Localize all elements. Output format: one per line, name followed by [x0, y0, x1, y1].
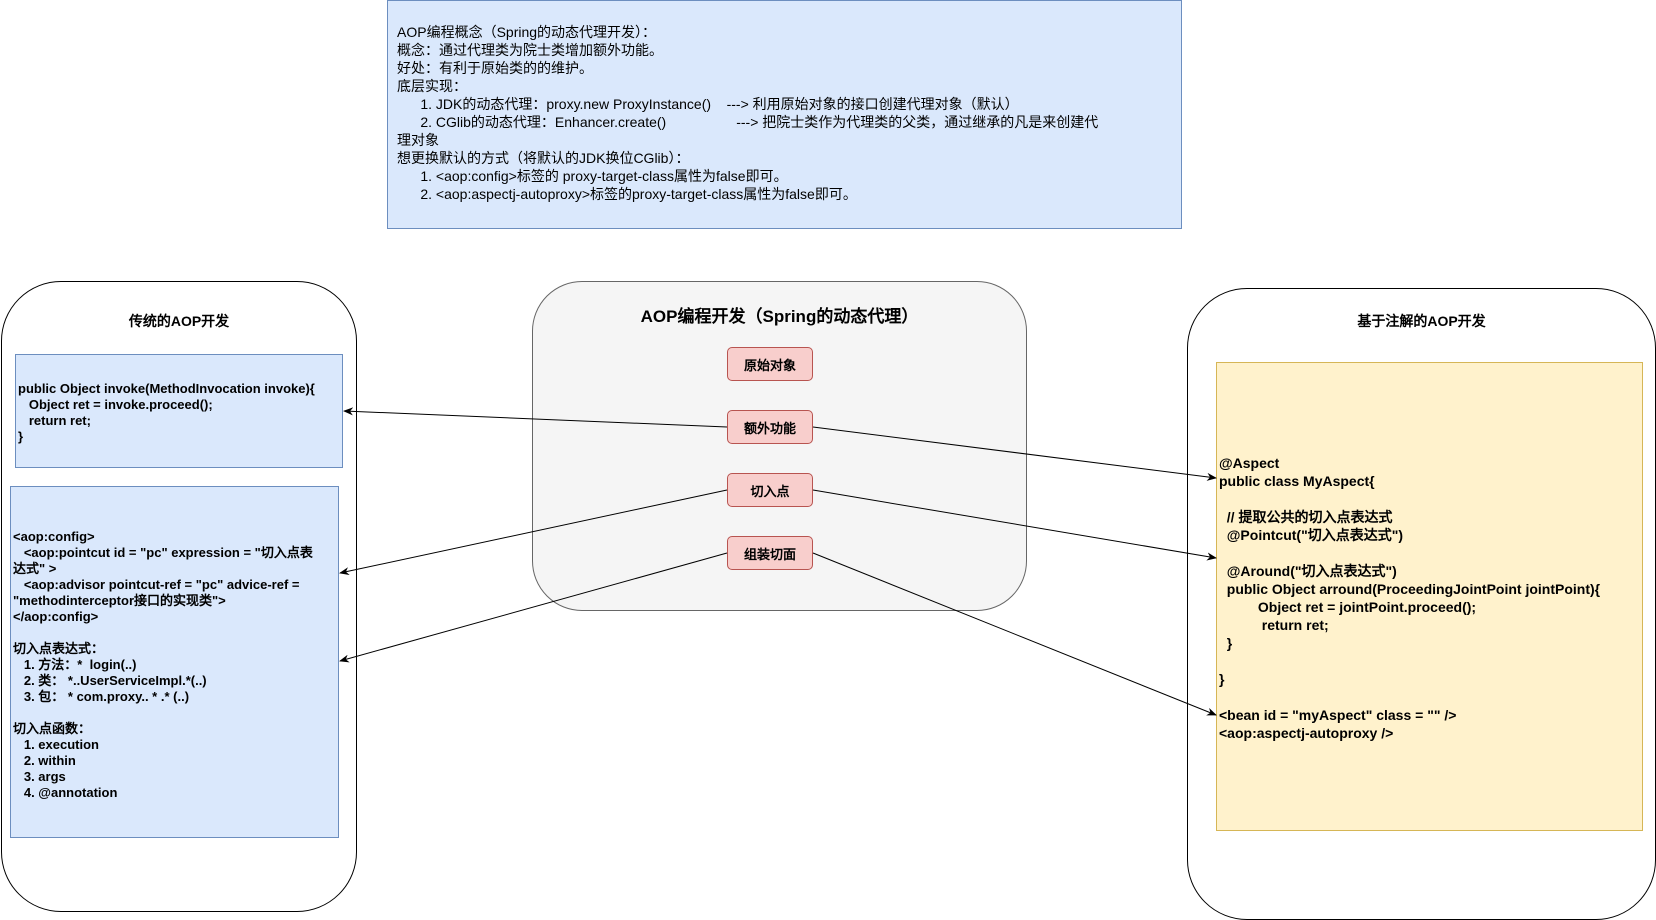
arrow-assemble-to-config [339, 552, 728, 663]
code-line: return ret; [18, 413, 91, 428]
code-line: 3. 包： * com.proxy.. * .* (..) [13, 689, 190, 704]
note-line: 理对象 [397, 132, 439, 148]
code-line: 3. args [13, 769, 66, 784]
code-line: 2. 类： *..UserServiceImpl.*(..) [13, 673, 207, 688]
code-line: 切入点函数： [13, 721, 92, 736]
note-line: 2. <aop:aspectj-autoproxy>标签的proxy-targe… [397, 186, 857, 202]
code-line: 达式" > [13, 561, 57, 576]
note-line: AOP编程概念（Spring的动态代理开发）： [397, 24, 657, 40]
traditional-aop-title: 传统的AOP开发 [128, 313, 230, 329]
note-line: 2. CGlib的动态代理：Enhancer.create() ---> 把院士… [397, 114, 1099, 130]
note-line: 1. JDK的动态代理：proxy.new ProxyInstance() --… [397, 96, 1019, 112]
annotation-aop-title: 基于注解的AOP开发 [1357, 313, 1486, 329]
code-line: @Pointcut("切入点表达式") [1219, 527, 1404, 543]
arrow-pointcut-to-aspect [812, 489, 1217, 561]
arrow-extra-to-invoke [343, 407, 728, 428]
note-line: 概念：通过代理类为院士类增加额外功能。 [397, 42, 663, 58]
code-line: 1. execution [13, 737, 99, 752]
aop-concept-note: AOP编程概念（Spring的动态代理开发）： 概念：通过代理类为院士类增加额外… [387, 0, 1182, 229]
aop-dev-title: AOP编程开发（Spring的动态代理） [640, 307, 919, 326]
code-line: 切入点表达式： [13, 641, 105, 656]
node-pointcut: 切入点 [727, 473, 813, 507]
code-line: "methodinterceptor接口的实现类"> [13, 593, 226, 608]
arrow-assemble-to-bean [812, 552, 1217, 716]
code-line: 1. 方法：* login(..) [13, 657, 137, 672]
code-line: // 提取公共的切入点表达式 [1219, 509, 1393, 525]
code-line: public class MyAspect{ [1219, 473, 1375, 489]
arrow-extra-to-aspect [812, 426, 1217, 481]
arrow-pointcut-to-config [339, 489, 728, 576]
code-line: @Around("切入点表达式") [1219, 563, 1397, 579]
code-line: <aop:aspectj-autoproxy /> [1219, 725, 1394, 741]
code-line: <bean id = "myAspect" class = "" /> [1219, 707, 1457, 723]
invoke-code-box: public Object invoke(MethodInvocation in… [15, 354, 343, 468]
code-line: return ret; [1219, 617, 1329, 633]
code-line: <aop:advisor pointcut-ref = "pc" advice-… [13, 577, 300, 592]
code-line: } [1219, 635, 1233, 651]
node-original-object: 原始对象 [727, 347, 813, 381]
code-line: Object ret = invoke.proceed(); [18, 397, 213, 412]
code-line: @Aspect [1219, 455, 1280, 471]
aop-config-code-box: <aop:config> <aop:pointcut id = "pc" exp… [10, 486, 339, 838]
note-line: 想更换默认的方式（将默认的JDK换位CGlib）： [397, 150, 690, 166]
aspect-code-box: @Aspect public class MyAspect{ // 提取公共的切… [1216, 362, 1643, 831]
code-line: 4. @annotation [13, 785, 118, 800]
code-line: </aop:config> [13, 609, 99, 624]
note-line: 好处：有利于原始类的的维护。 [397, 60, 593, 76]
code-line: Object ret = jointPoint.proceed(); [1219, 599, 1477, 615]
code-line: public Object invoke(MethodInvocation in… [18, 381, 315, 396]
note-line: 1. <aop:config>标签的 proxy-target-class属性为… [397, 168, 788, 184]
code-line: } [18, 429, 24, 444]
code-line: } [1219, 671, 1225, 687]
code-line: <aop:config> [13, 529, 95, 544]
node-assemble-aspect: 组装切面 [727, 536, 813, 570]
code-line: 2. within [13, 753, 76, 768]
node-extra-function: 额外功能 [727, 410, 813, 444]
note-line: 底层实现： [397, 78, 467, 94]
code-line: public Object arround(ProceedingJointPoi… [1219, 581, 1601, 597]
code-line: <aop:pointcut id = "pc" expression = "切入… [13, 545, 313, 560]
